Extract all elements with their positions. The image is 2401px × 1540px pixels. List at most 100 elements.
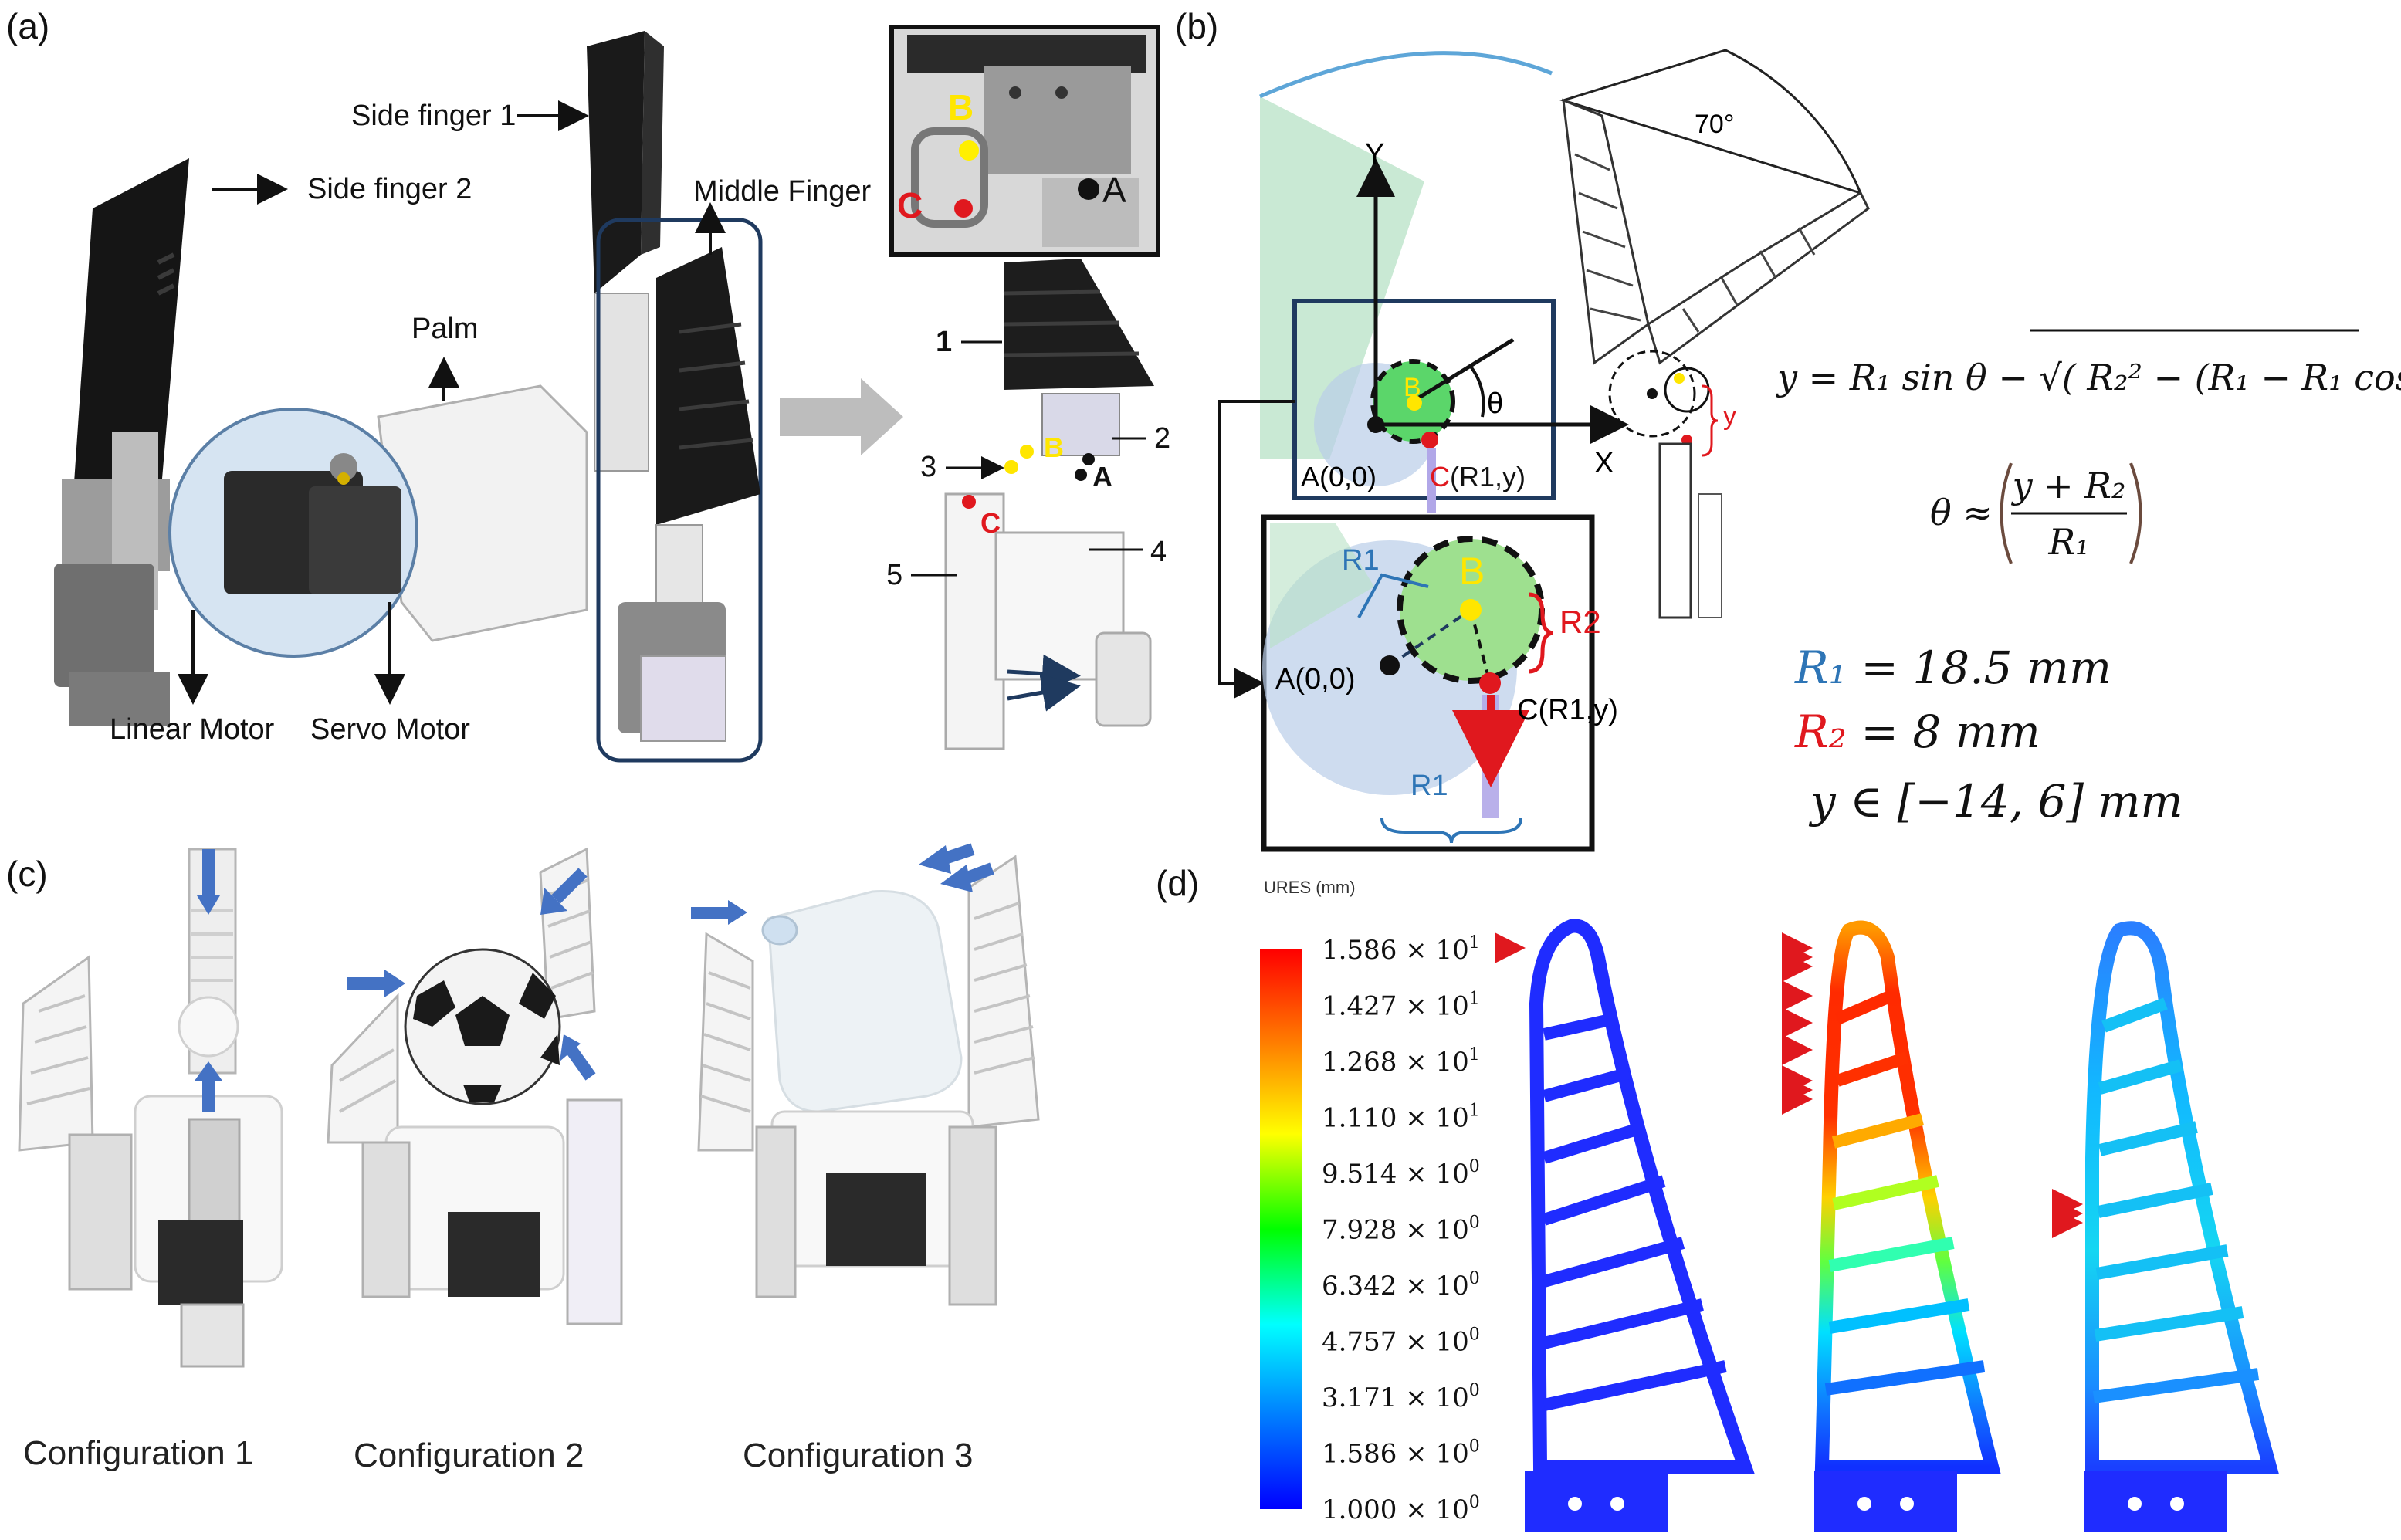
- colorbar-tick-label: 1.000 × 100: [1322, 1493, 1480, 1525]
- zoom-b-label: B: [1459, 550, 1485, 593]
- finger-bent-ribs: [1681, 227, 1816, 333]
- bottom-point-a: [1380, 655, 1400, 675]
- configuration-1-image: [18, 848, 283, 1368]
- left-motor-block: [54, 564, 154, 687]
- panel-c-label: (c): [6, 854, 48, 894]
- fea-load-arrows-3: [2052, 1189, 2083, 1238]
- exploded-finger-ribs: [1003, 289, 1140, 357]
- middle-finger-ribs: [679, 322, 753, 450]
- side-finger-2-label: Side finger 2: [307, 173, 472, 205]
- colorbar-tick-label: 1.268 × 101: [1322, 1045, 1480, 1078]
- equation-2-denominator: R₁: [2047, 521, 2089, 563]
- colorbar-tick-label: 4.757 × 100: [1322, 1325, 1480, 1358]
- schematic-joint-small: [1664, 367, 1710, 413]
- colorbar-tick-label: 1.110 × 101: [1322, 1102, 1480, 1134]
- schematic-joint-circle: [1608, 350, 1696, 438]
- golf-ball: [178, 996, 239, 1058]
- workspace-arc: [1259, 51, 1553, 99]
- finger-outline-straight: [1562, 98, 1650, 365]
- panel-b: (b) Y X θ B A(0,0) C(R1,y): [1175, 6, 2401, 852]
- servo-motor: [309, 486, 401, 594]
- side-finger-2: [73, 158, 189, 494]
- zoom-r1-bottom-label: R1: [1410, 770, 1448, 802]
- colorbar-tick-label: 3.171 × 100: [1322, 1381, 1480, 1413]
- inset-screw-1: [1009, 86, 1021, 99]
- r1-brace-bottom: [1380, 817, 1522, 844]
- exploded-bracket: [1041, 393, 1120, 456]
- y-axis-label: Y: [1365, 138, 1384, 171]
- theta-label: θ: [1487, 388, 1503, 420]
- colorbar-tick-label: 1.586 × 101: [1322, 933, 1480, 966]
- side-finger-1-side: [641, 31, 664, 255]
- sweep-angle-label: 70°: [1695, 110, 1734, 139]
- bottom-point-b: [1460, 599, 1482, 621]
- top-slider-rod: [1427, 448, 1436, 513]
- colorbar: [1260, 949, 1302, 1509]
- transition-arrow: [780, 378, 903, 455]
- exploded-point-b1: [1004, 460, 1018, 474]
- panel-c: (c) Configuration 1: [6, 843, 1040, 1474]
- schematic-point-b: [1674, 373, 1685, 384]
- schematic-point-a: [1647, 388, 1658, 399]
- colorbar-tick-label: 7.928 × 100: [1322, 1213, 1480, 1246]
- colorbar-tick-label: 6.342 × 100: [1322, 1269, 1480, 1301]
- inset-plate: [984, 66, 1131, 174]
- y-brace: [1702, 384, 1719, 457]
- top-label-c: C(R1,y): [1430, 461, 1526, 492]
- paren-right: [2129, 462, 2142, 564]
- colorbar-tick-label: 1.427 × 101: [1322, 990, 1480, 1022]
- fea-finger-high-load: [1814, 920, 2001, 1532]
- zoom-r1-label: R1: [1342, 544, 1380, 577]
- top-point-a: [1367, 416, 1384, 433]
- servo-horn: [330, 453, 357, 481]
- part-4-label: 4: [1150, 536, 1167, 568]
- middle-finger-mount: [640, 655, 726, 742]
- configuration-1-label: Configuration 1: [23, 1434, 253, 1472]
- side-finger-1-label: Side finger 1: [351, 100, 516, 132]
- bottom-link-bc: [1469, 609, 1492, 684]
- exploded-linear-actuator: [944, 492, 1005, 750]
- exploded-arrow-2: [1007, 673, 1081, 712]
- part-5-label: 5: [886, 559, 902, 591]
- configuration-3-image: [691, 843, 1040, 1306]
- colorbar-title: URES (mm): [1264, 878, 1356, 897]
- y-range-line: y ∈ [−14, 6] mm: [1808, 775, 2183, 828]
- x-axis-label: X: [1594, 447, 1614, 479]
- theta-arm: [1411, 337, 1515, 404]
- panel-a-label: (a): [6, 6, 49, 46]
- equation-2-lhs: θ ≈: [1930, 492, 1993, 533]
- linear-motor-label: Linear Motor: [110, 713, 275, 746]
- finger-outline-bent: [1647, 191, 1870, 365]
- left-motor-foot: [69, 672, 170, 726]
- zoom-connector: [1218, 400, 1295, 699]
- part-3-label: 3: [920, 451, 936, 483]
- part-2-label: 2: [1154, 422, 1170, 455]
- exploded-point-c: [962, 495, 976, 509]
- equation-1: y = R₁ sin θ − √( R₂² − (R₁ − R₁ cos θ)²…: [1776, 357, 2401, 398]
- finger-straight-ribs: [1574, 153, 1641, 322]
- part-1-label: 1: [936, 326, 952, 358]
- side-finger-1: [587, 31, 645, 293]
- side-finger-1-linear: [594, 293, 649, 472]
- finger-sweep-sector: [1559, 49, 1863, 195]
- inset-label-c: C: [897, 185, 923, 225]
- zoom-a-label: A(0,0): [1275, 663, 1355, 696]
- zoom-c-label: C(R1,y): [1517, 694, 1618, 726]
- exploded-point-a1: [1082, 453, 1095, 465]
- r2-brace: [1528, 592, 1554, 674]
- inset-point-a: [1078, 178, 1099, 200]
- exploded-point-b2: [1020, 445, 1034, 459]
- zoom-r2-label: R2: [1559, 604, 1601, 640]
- exploded-label-a: A: [1092, 461, 1112, 492]
- fea-finger-low-load: [2084, 921, 2279, 1532]
- equation-2-numerator: y + R₂: [2011, 465, 2126, 506]
- schematic-y-label: y: [1723, 401, 1736, 431]
- top-label-a: A(0,0): [1301, 461, 1377, 492]
- inset-label-b: B: [948, 87, 974, 127]
- schematic-slider: [1658, 442, 1692, 619]
- theta-arc: [1469, 365, 1485, 418]
- palm: [377, 384, 588, 642]
- colorbar-ticks: 1.586 × 101 1.427 × 101 1.268 × 101 1.110 ×…: [1322, 933, 1480, 1525]
